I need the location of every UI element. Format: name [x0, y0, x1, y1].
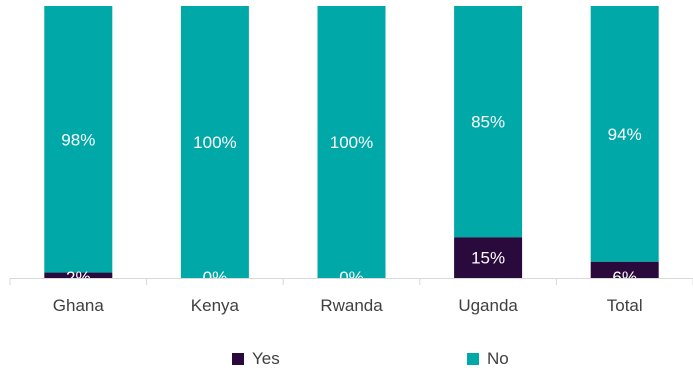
bar-group	[44, 6, 659, 278]
data-label-no-rwanda: 100%	[330, 133, 373, 152]
legend-label-yes: Yes	[252, 349, 280, 368]
category-label-uganda: Uganda	[458, 296, 518, 315]
bar-no-ghana	[44, 6, 113, 273]
legend-item-no: No	[467, 347, 509, 371]
data-label-yes-kenya: 0%	[203, 268, 228, 287]
bar-no-rwanda	[317, 6, 386, 278]
bar-no-total	[590, 6, 659, 262]
stacked-bar-chart: 2% 98% 0% 100% 0% 100% 15% 85% 6% 94% Ghana Kenya R…	[9, 6, 693, 315]
bar-yes-uganda	[454, 237, 523, 278]
bar-yes-ghana	[44, 272, 113, 278]
category-label-ghana: Ghana	[53, 296, 105, 315]
data-label-no-total: 94%	[608, 125, 642, 144]
bar-no-uganda	[454, 6, 523, 238]
data-label-yes-rwanda: 0%	[339, 268, 364, 287]
data-label-group: 2% 98% 0% 100% 0% 100% 15% 85% 6% 94%	[61, 113, 641, 287]
legend-item-yes: Yes	[232, 347, 280, 371]
legend-label-no: No	[487, 349, 509, 368]
legend: Yes No	[0, 347, 693, 371]
data-label-no-uganda: 85%	[471, 113, 505, 132]
legend-swatch-yes	[232, 353, 244, 365]
data-label-no-kenya: 100%	[193, 133, 236, 152]
category-label-rwanda: Rwanda	[320, 296, 383, 315]
data-label-yes-uganda: 15%	[471, 249, 505, 268]
data-label-yes-ghana: 2%	[66, 268, 91, 287]
category-label-total: Total	[607, 296, 643, 315]
legend-swatch-no	[467, 353, 479, 365]
data-label-no-ghana: 98%	[61, 130, 95, 149]
bar-no-kenya	[180, 6, 249, 278]
category-label-kenya: Kenya	[191, 296, 240, 315]
bar-yes-total	[590, 261, 659, 278]
category-label-group: Ghana Kenya Rwanda Uganda Total	[53, 296, 643, 315]
data-label-yes-total: 6%	[612, 268, 637, 287]
x-axis	[9, 278, 693, 285]
